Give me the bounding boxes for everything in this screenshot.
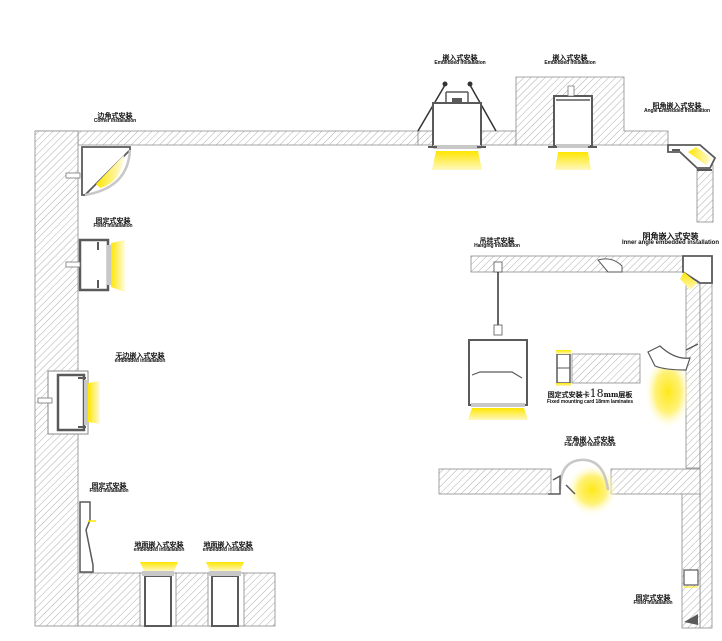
label-embedded-b: 嵌入式安装 Embedded installation bbox=[530, 54, 610, 67]
label-en: embedded installation bbox=[114, 358, 166, 365]
label-cn: 固定式安装卡18mm层板 bbox=[535, 388, 645, 400]
label-en: Angle Embedded Installation bbox=[644, 108, 710, 115]
label-flat-angle: 平角嵌入式安装 Flat angle flush mount bbox=[545, 436, 635, 449]
label-en: embedded installation bbox=[202, 547, 254, 554]
right-wall-outer bbox=[699, 282, 713, 629]
label-fixed-card: 固定式安装卡18mm层板 Fixed mounting card 18mm la… bbox=[535, 388, 645, 405]
embedded-profile-a bbox=[417, 81, 497, 170]
corner-profile bbox=[65, 146, 132, 197]
label-cn: 阳角嵌入式安装 bbox=[652, 101, 702, 110]
label-inner-angle: 阴角嵌入式安装 Inner angle embedded installatio… bbox=[620, 231, 720, 247]
floor-embedded-profile-a bbox=[139, 562, 178, 627]
fixed-card-profile bbox=[556, 350, 571, 386]
label-en: Hanging installation bbox=[474, 243, 520, 250]
label-cn: 地面嵌入式安装 bbox=[134, 540, 184, 549]
label-angle-embedded: 阳角嵌入式安装 Angle Embedded Installation bbox=[632, 102, 722, 115]
label-en: Fixed installation bbox=[93, 223, 133, 230]
label-cn: 固定式安装 bbox=[91, 481, 127, 490]
label-cn: 固定式安装 bbox=[635, 593, 671, 602]
angle-wall bbox=[696, 164, 714, 223]
fixed-profile-2 bbox=[79, 501, 96, 573]
label-frameless-embedded: 无边嵌入式安装 embedded installation bbox=[95, 352, 185, 365]
embedded-profile-b bbox=[548, 85, 597, 170]
label-cn-suffix: mm层板 bbox=[603, 390, 633, 399]
label-hanging: 吊挂式安装 Hanging installation bbox=[462, 237, 532, 250]
label-cn: 固定式安装 bbox=[95, 216, 131, 225]
inner-corner-quarter-profile bbox=[644, 343, 699, 430]
label-fixed-1: 固定式安装 Fixed installation bbox=[73, 217, 153, 230]
label-en: Fixed installation bbox=[633, 600, 673, 607]
frameless-embedded-profile bbox=[37, 370, 100, 435]
right-room-walls bbox=[438, 255, 713, 629]
laminate-board bbox=[571, 353, 641, 384]
right-wall-lower bbox=[681, 492, 701, 629]
label-cn-prefix: 固定式安装卡 bbox=[547, 390, 590, 399]
label-en: Embedded installation bbox=[434, 60, 486, 67]
label-corner: 边角式安装 Corner installation bbox=[70, 112, 160, 125]
label-en: embedded installation bbox=[133, 547, 185, 554]
inner-angle-profile bbox=[597, 255, 713, 290]
label-cn: 无边嵌入式安装 bbox=[115, 351, 165, 360]
label-cn: 吊挂式安装 bbox=[479, 236, 515, 245]
label-en: Inner angle embedded installation bbox=[621, 240, 719, 247]
label-cn: 嵌入式安装 bbox=[442, 53, 478, 62]
floor-slab bbox=[77, 572, 276, 627]
label-floor-embedded-b: 地面嵌入式安装 embedded installation bbox=[193, 541, 263, 554]
floor-embedded-profile-b bbox=[206, 562, 245, 627]
flat-angle-profile bbox=[548, 458, 618, 516]
label-cn: 平角嵌入式安装 bbox=[565, 435, 615, 444]
right-ceiling bbox=[470, 255, 684, 273]
label-en: Flat angle flush mount bbox=[564, 442, 616, 449]
label-fixed-3: 固定式安装 Fixed installation bbox=[618, 594, 688, 607]
label-floor-embedded-a: 地面嵌入式安装 embedded installation bbox=[124, 541, 194, 554]
label-cn: 阴角嵌入式安装 bbox=[642, 231, 699, 241]
ceiling-slab bbox=[35, 130, 419, 146]
label-cn: 地面嵌入式安装 bbox=[203, 540, 253, 549]
label-en: Corner installation bbox=[93, 118, 137, 125]
hanging-profile bbox=[468, 261, 528, 420]
label-cn-num: 18 bbox=[589, 387, 604, 400]
label-en: Fixed installation bbox=[89, 488, 129, 495]
label-embedded-a: 嵌入式安装 Embedded installation bbox=[420, 54, 500, 67]
shelf-right bbox=[610, 468, 701, 495]
shelf-left bbox=[438, 468, 552, 495]
label-en: Fixed mounting card 18mm laminates bbox=[546, 398, 634, 405]
angle-embedded-profile bbox=[667, 144, 717, 171]
label-fixed-2: 固定式安装 Fixed installation bbox=[74, 482, 144, 495]
label-cn: 边角式安装 bbox=[97, 111, 133, 120]
label-cn: 嵌入式安装 bbox=[552, 53, 588, 62]
fixed-profile-1 bbox=[65, 238, 125, 292]
label-en: Embedded installation bbox=[544, 60, 596, 67]
fixed-profile-3 bbox=[683, 569, 699, 625]
